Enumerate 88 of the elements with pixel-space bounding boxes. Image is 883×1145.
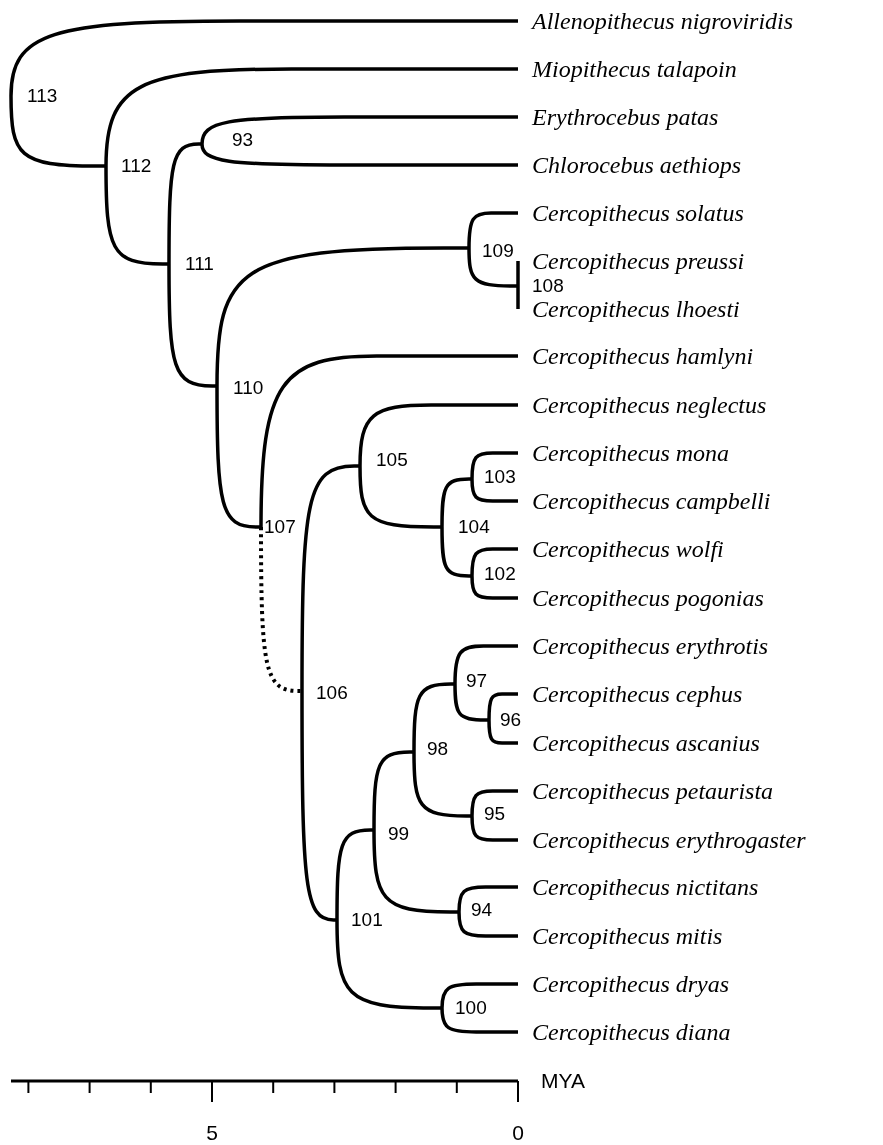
species-label: Cercopithecus neglectus — [518, 391, 767, 419]
node-number: 106 — [302, 682, 348, 704]
tree-branch — [167, 264, 217, 388]
species-label: Cercopithecus hamlyni — [518, 342, 754, 370]
node-number: 97 — [455, 670, 488, 692]
species-label: Cercopithecus dryas — [518, 970, 730, 998]
node-number: 112 — [106, 155, 152, 177]
species-label: Cercopithecus nictitans — [518, 873, 759, 901]
tree-branch — [457, 911, 518, 938]
tree-branch — [453, 644, 518, 685]
species-label: Cercopithecus erythrogaster — [518, 826, 806, 854]
node-number: 109 — [469, 240, 514, 262]
tree-branch — [167, 142, 202, 264]
tree-branch — [300, 464, 360, 691]
species-label: Cercopithecus campbelli — [518, 487, 771, 515]
species-label: Cercopithecus pogonias — [518, 584, 764, 612]
tree-branch — [9, 19, 518, 97]
species-label: Cercopithecus cephus — [518, 680, 743, 708]
node-number: 96 — [489, 709, 522, 731]
tree-branch — [104, 166, 169, 266]
species-label: Miopithecus talapoin — [518, 55, 737, 83]
tree-branch — [200, 115, 518, 145]
species-label: Chlorocebus aethiops — [518, 151, 742, 179]
tree-branch — [440, 982, 518, 1009]
node-number: 105 — [360, 449, 408, 471]
tree-branch — [300, 691, 337, 922]
tree-branch — [412, 682, 455, 752]
node-number: 93 — [202, 129, 254, 151]
node-number: 101 — [337, 909, 383, 931]
axis-tick-label: 5 — [206, 1121, 218, 1145]
node-number: 107 — [261, 516, 296, 538]
node-number: 110 — [217, 377, 264, 399]
species-label: Cercopithecus wolfi — [518, 535, 724, 563]
tree-branch — [516, 286, 520, 309]
node-number: 104 — [442, 516, 490, 538]
tree-branch — [440, 527, 472, 578]
species-label: Erythrocebus patas — [518, 103, 719, 131]
tree-branch — [453, 684, 489, 722]
species-label: Cercopithecus diana — [518, 1018, 731, 1046]
species-label: Cercopithecus mitis — [518, 922, 723, 950]
tree-branch — [440, 1007, 518, 1034]
tree-branch — [358, 403, 518, 467]
tree-branch — [372, 830, 459, 914]
dashed-branch — [259, 527, 302, 693]
tree-branch — [487, 692, 518, 720]
species-label: Cercopithecus lhoesti — [518, 295, 740, 323]
tree-branch — [335, 828, 374, 920]
node-number: 94 — [459, 899, 493, 921]
tree-branch — [467, 247, 518, 288]
tree-branch — [104, 67, 518, 167]
node-number: 99 — [374, 823, 410, 845]
species-label: Cercopithecus mona — [518, 439, 730, 467]
tree-branch — [470, 451, 518, 480]
species-label: Cercopithecus solatus — [518, 199, 744, 227]
node-number: 111 — [169, 253, 214, 275]
tree-branch — [9, 95, 106, 168]
tree-branch — [516, 261, 520, 286]
tree-branch — [412, 752, 472, 818]
axis-tick-label: 0 — [512, 1121, 524, 1145]
tree-branch — [259, 354, 518, 528]
species-label: Cercopithecus erythrotis — [518, 632, 769, 660]
tree-branch — [440, 477, 472, 527]
tree-branch — [200, 143, 518, 167]
species-label: Cercopithecus preussi — [518, 247, 745, 275]
tree-branch — [470, 478, 518, 503]
node-number: 103 — [472, 466, 516, 488]
tree-branch — [470, 547, 518, 577]
tree-branch — [215, 386, 261, 529]
node-number: 98 — [414, 738, 449, 760]
node-number: 108 — [518, 275, 564, 297]
node-number: 100 — [442, 997, 487, 1019]
tree-branch — [470, 789, 518, 817]
tree-branch — [467, 211, 518, 249]
tree-branch — [358, 465, 442, 529]
axis-unit: MYA — [541, 1069, 585, 1093]
node-number: 95 — [472, 803, 506, 825]
species-label: Cercopithecus petaurista — [518, 777, 774, 805]
tree-branch — [335, 919, 442, 1010]
species-label: Allenopithecus nigroviridis — [518, 7, 794, 35]
tree-branch — [470, 575, 518, 600]
node-number: 113 — [11, 85, 58, 107]
tree-branch — [457, 885, 518, 913]
tree-branch — [215, 246, 469, 387]
node-number: 102 — [472, 563, 516, 585]
tree-branch — [487, 720, 518, 745]
species-label: Cercopithecus ascanius — [518, 729, 760, 757]
tree-branch — [372, 750, 414, 830]
tree-branch — [470, 815, 518, 842]
